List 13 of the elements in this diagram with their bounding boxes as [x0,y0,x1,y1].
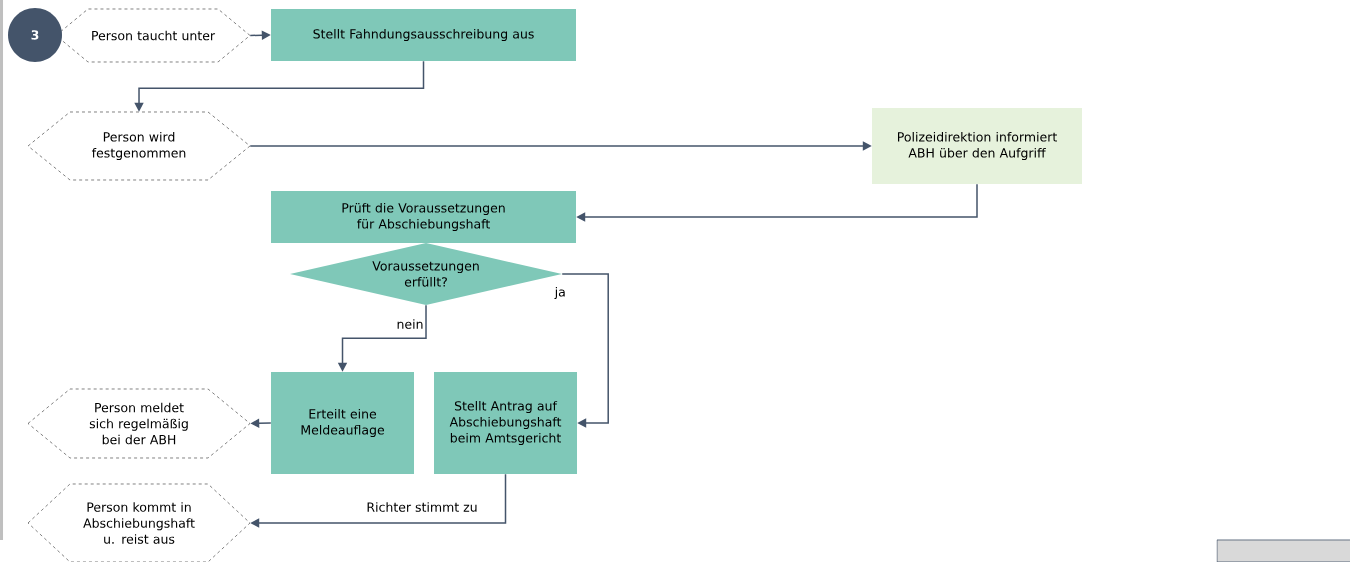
arrow [561,273,609,428]
process-box: Erteilt eine Meldeauflage [271,372,414,474]
event-hexagon: Person wird festgenommen [27,111,251,181]
event-hexagon: Person meldet sich regelmäßig bei der ABH [27,388,251,459]
event-hexagon: Person taucht unter [55,8,251,63]
process-box: Stellt Fahndungsausschreibung aus [271,9,576,61]
edge-label: Richter stimmt zu [365,501,479,513]
step-number: 3 [8,8,62,62]
process-box: Polizeidirektion informiert ABH über den Aufgriff [872,108,1082,184]
process-box: Stellt Antrag auf Abschiebungshaft beim Amtsgericht [434,372,577,474]
process-box: Prüft die Voraussetzungen für Abschiebungshaft [271,191,576,243]
edge-label: nein [395,318,425,330]
event-hexagon: Person kommt in Abschiebungshaft u. reist aus [27,483,251,562]
